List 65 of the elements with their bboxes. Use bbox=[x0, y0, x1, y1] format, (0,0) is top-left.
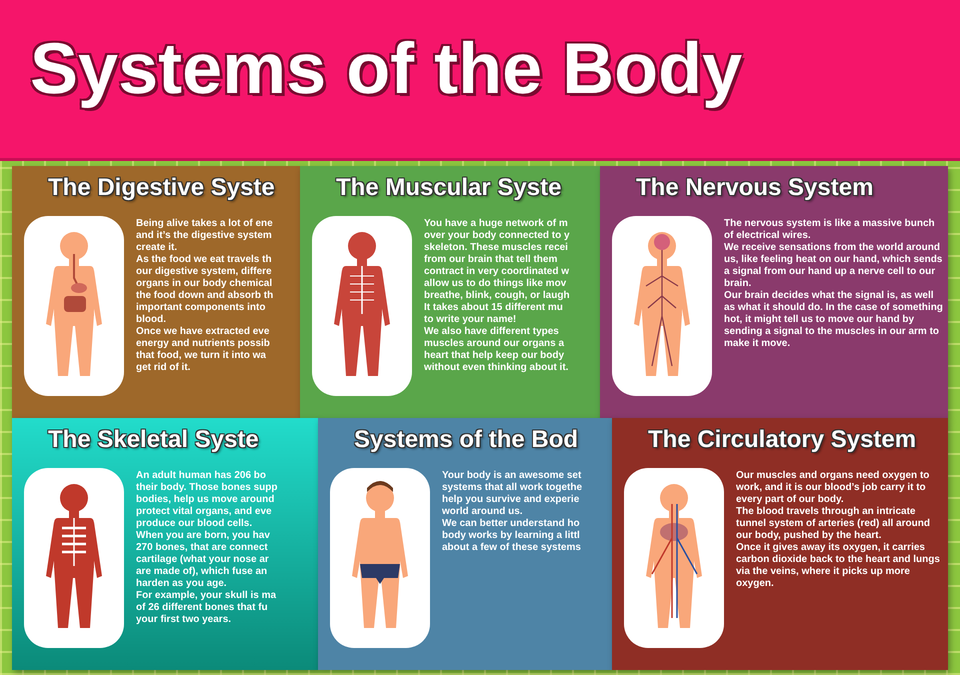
card-text: blood. bbox=[136, 314, 167, 326]
card-text: over your body connected to y bbox=[424, 230, 571, 242]
poster-card bbox=[318, 418, 612, 670]
card-text: Being alive takes a lot of ene bbox=[136, 218, 274, 230]
card-text: bodies, help us move around bbox=[136, 494, 276, 506]
card-text: muscles around our organs a bbox=[424, 338, 566, 350]
card-heading: The Skeletal Syste bbox=[48, 426, 259, 454]
card-heading: The Nervous System bbox=[636, 174, 874, 202]
card-text: of 26 different bones that fu bbox=[136, 602, 269, 614]
card-text: Our brain decides what the signal is, as well as what it should do. In the case of something hot, it might tell us to move our hand by sending a signal to the muscles in our arm to make it move. bbox=[724, 290, 944, 350]
card-text: important components into bbox=[136, 302, 266, 314]
card-text: create it. bbox=[136, 242, 178, 254]
card-text: contract in very coordinated w bbox=[424, 266, 570, 278]
card-text: It takes about 15 different mu bbox=[424, 302, 564, 314]
card-text: We receive sensations from the world around us, like feeling heat on our hand, which sends a signal from our hand up a nerve cell to our brain. bbox=[724, 242, 944, 290]
card-text: organs in our body chemical bbox=[136, 278, 274, 290]
card-text: about a few of these systems bbox=[442, 542, 582, 554]
card-text: body works by learning a littl bbox=[442, 530, 581, 542]
card-text: Once we have extracted eve bbox=[136, 326, 270, 338]
card-text: cartilage (what your nose ar bbox=[136, 554, 270, 566]
card-text: help you survive and experie bbox=[442, 494, 580, 506]
card-text: systems that all work togethe bbox=[442, 482, 584, 494]
card-text: without even thinking about it. bbox=[424, 362, 570, 374]
card-heading: The Circulatory System bbox=[648, 426, 916, 454]
card-text: The nervous system is like a massive bunch of electrical wires. bbox=[724, 218, 936, 242]
card-text: produce our blood cells. bbox=[136, 518, 254, 530]
card-text: skeleton. These muscles recei bbox=[424, 242, 569, 254]
card-text: world around us. bbox=[442, 506, 524, 518]
card-text: protect vital organs, and eve bbox=[136, 506, 273, 518]
card-text: Once it gives away its oxygen, it carries carbon dioxide back to the heart and lungs via the veins, where it picks up more oxygen. bbox=[736, 542, 940, 590]
poster-card bbox=[612, 418, 948, 670]
card-text: breathe, blink, cough, or laugh bbox=[424, 290, 571, 302]
card-text: the food down and absorb th bbox=[136, 290, 274, 302]
poster-card bbox=[600, 166, 948, 418]
card-text: harden as you age. bbox=[136, 578, 228, 590]
card-text: that food, we turn it into wa bbox=[136, 350, 267, 362]
card-text: Your body is an awesome set bbox=[442, 470, 582, 482]
card-text: to write your name! bbox=[424, 314, 518, 326]
card-text: your first two years. bbox=[136, 614, 232, 626]
page-title: Systems of the Body bbox=[30, 28, 742, 110]
card-text: our digestive system, differe bbox=[136, 266, 273, 278]
card-heading: The Digestive Syste bbox=[48, 174, 275, 202]
card-text: For example, your skull is ma bbox=[136, 590, 278, 602]
card-heading: The Muscular Syste bbox=[336, 174, 562, 202]
card-text: their body. Those bones supp bbox=[136, 482, 278, 494]
card-text: and it’s the digestive system bbox=[136, 230, 273, 242]
card-text: 270 bones, that are connect bbox=[136, 542, 269, 554]
card-text: Our muscles and organs need oxygen to work, and it is our blood’s job carry it to every part of our body. bbox=[736, 470, 930, 506]
card-text: get rid of it. bbox=[136, 362, 192, 374]
card-text: As the food we eat travels th bbox=[136, 254, 273, 266]
card-text: The blood travels through an intricate tunnel system of arteries (red) all around our body, pushed by the heart. bbox=[736, 506, 931, 542]
card-text: allow us to do things like mov bbox=[424, 278, 568, 290]
card-text: heart that help keep our body bbox=[424, 350, 566, 362]
card-text: You have a huge network of m bbox=[424, 218, 569, 230]
card-text: When you are born, you hav bbox=[136, 530, 271, 542]
card-text: from our brain that tell them bbox=[424, 254, 558, 266]
card-text: We can better understand ho bbox=[442, 518, 581, 530]
card-text: An adult human has 206 bo bbox=[136, 470, 268, 482]
card-text: We also have different types bbox=[424, 326, 560, 338]
poster-card bbox=[12, 166, 300, 418]
poster-card bbox=[12, 418, 318, 670]
card-text: energy and nutrients possib bbox=[136, 338, 271, 350]
card-text: are made of), which fuse an bbox=[136, 566, 268, 578]
card-heading: Systems of the Bod bbox=[354, 426, 578, 454]
poster-card bbox=[300, 166, 600, 418]
